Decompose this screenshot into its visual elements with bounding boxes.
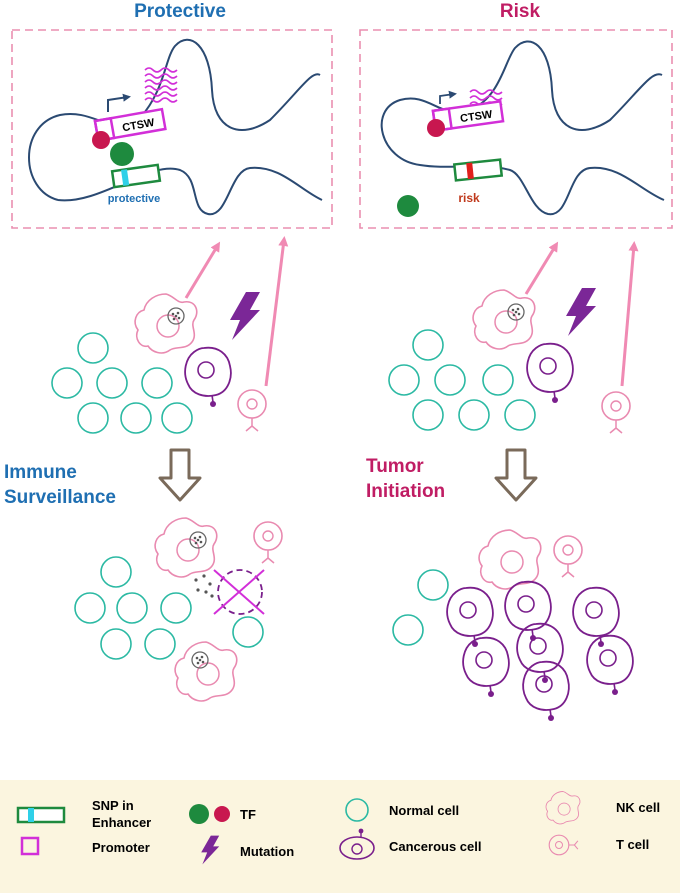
legend-nk-cell-label: NK cell [616,800,660,815]
risk-panel: CTSW risk [359,29,673,229]
outcome-label-right-line1: Tumor [366,456,424,477]
nk-cell [134,293,198,354]
outcome-label-right-line2: Initiation [366,481,445,502]
legend-background [0,780,680,893]
legend-tf-green-icon [189,804,209,824]
normal-cells-right-top [388,329,536,431]
tf-green-bound [110,142,134,166]
normal-cells-left-top [51,332,193,434]
dna-strand [380,40,665,216]
legend-mutation-label: Mutation [240,844,294,859]
arrow-nk-to-panel [184,241,221,299]
snp-protective [121,169,130,186]
arrow-tcell-to-panel [264,236,289,387]
protective-panel: CTSW protective [11,29,333,229]
legend-normal-cell-label: Normal cell [389,803,459,818]
legend-t-cell-label: T cell [616,837,649,852]
t-cell [253,521,283,564]
tf-green-unbound [397,195,419,217]
progression-arrow-right [494,448,538,502]
allele-label-risk: risk [458,191,480,205]
legend-snp-enhancer-icon [16,806,66,824]
tumor-mass [446,580,634,722]
arrow-tcell-to-panel [620,241,639,387]
cancerous-cell [516,622,564,684]
nk-cell [478,529,542,590]
gene-label: CTSW [121,117,156,135]
enhancer [110,163,162,189]
legend-normal-cell-icon [345,798,369,822]
legend: SNP in Enhancer Promoter TF Mutation Nor… [0,780,680,893]
ctsw-gene: CTSW [93,107,167,143]
legend-cancerous-cell-label: Cancerous cell [389,839,482,854]
legend-promoter-icon [20,836,40,856]
progression-arrow-left [158,448,202,502]
legend-snp-label-line1: SNP in [92,798,134,813]
outcome-label-left-line1: Immune [4,462,77,483]
title-protective: Protective [134,1,226,22]
legend-snp-label-line2: Enhancer [92,815,151,830]
mutation-icon [230,292,260,340]
mrna-waves [144,67,178,103]
arrow-nk-to-panel [524,241,559,295]
title-risk: Risk [500,1,541,22]
tf-red [92,131,110,149]
snp-risk [466,162,474,180]
t-cell [601,391,631,434]
cancerous-cell [526,342,574,404]
mutation-icon [566,288,596,336]
cancerous-cell [462,636,510,698]
enhancer [452,158,504,182]
legend-cancerous-cell-icon [339,828,375,860]
normal-cells-right-bottom [392,569,449,646]
cancerous-cell [586,634,634,696]
legend-tf-red-icon [214,806,230,822]
cancerous-cell [572,586,620,648]
nk-cell [154,517,218,578]
cancerous-cell [504,580,552,642]
cancerous-cell [184,346,232,408]
normal-cells-left-bottom [74,556,264,660]
outcome-label-left-line2: Surveillance [4,487,116,508]
gene-label: CTSW [459,109,493,125]
granule-release [194,574,214,598]
nk-cell [174,641,238,702]
legend-promoter-label: Promoter [92,840,150,855]
transcription-arrow [107,93,131,112]
killed-cancer-cell [213,569,265,615]
t-cell [553,535,583,578]
dna-strand [28,38,323,216]
t-cell [237,389,267,432]
tf-red [427,119,445,137]
risk-panel-border [359,29,673,229]
nk-cell [472,289,536,350]
protective-panel-border [11,29,333,229]
transcription-arrow [439,90,457,104]
legend-tf-label: TF [240,807,256,822]
allele-label-protective: protective [108,193,161,205]
